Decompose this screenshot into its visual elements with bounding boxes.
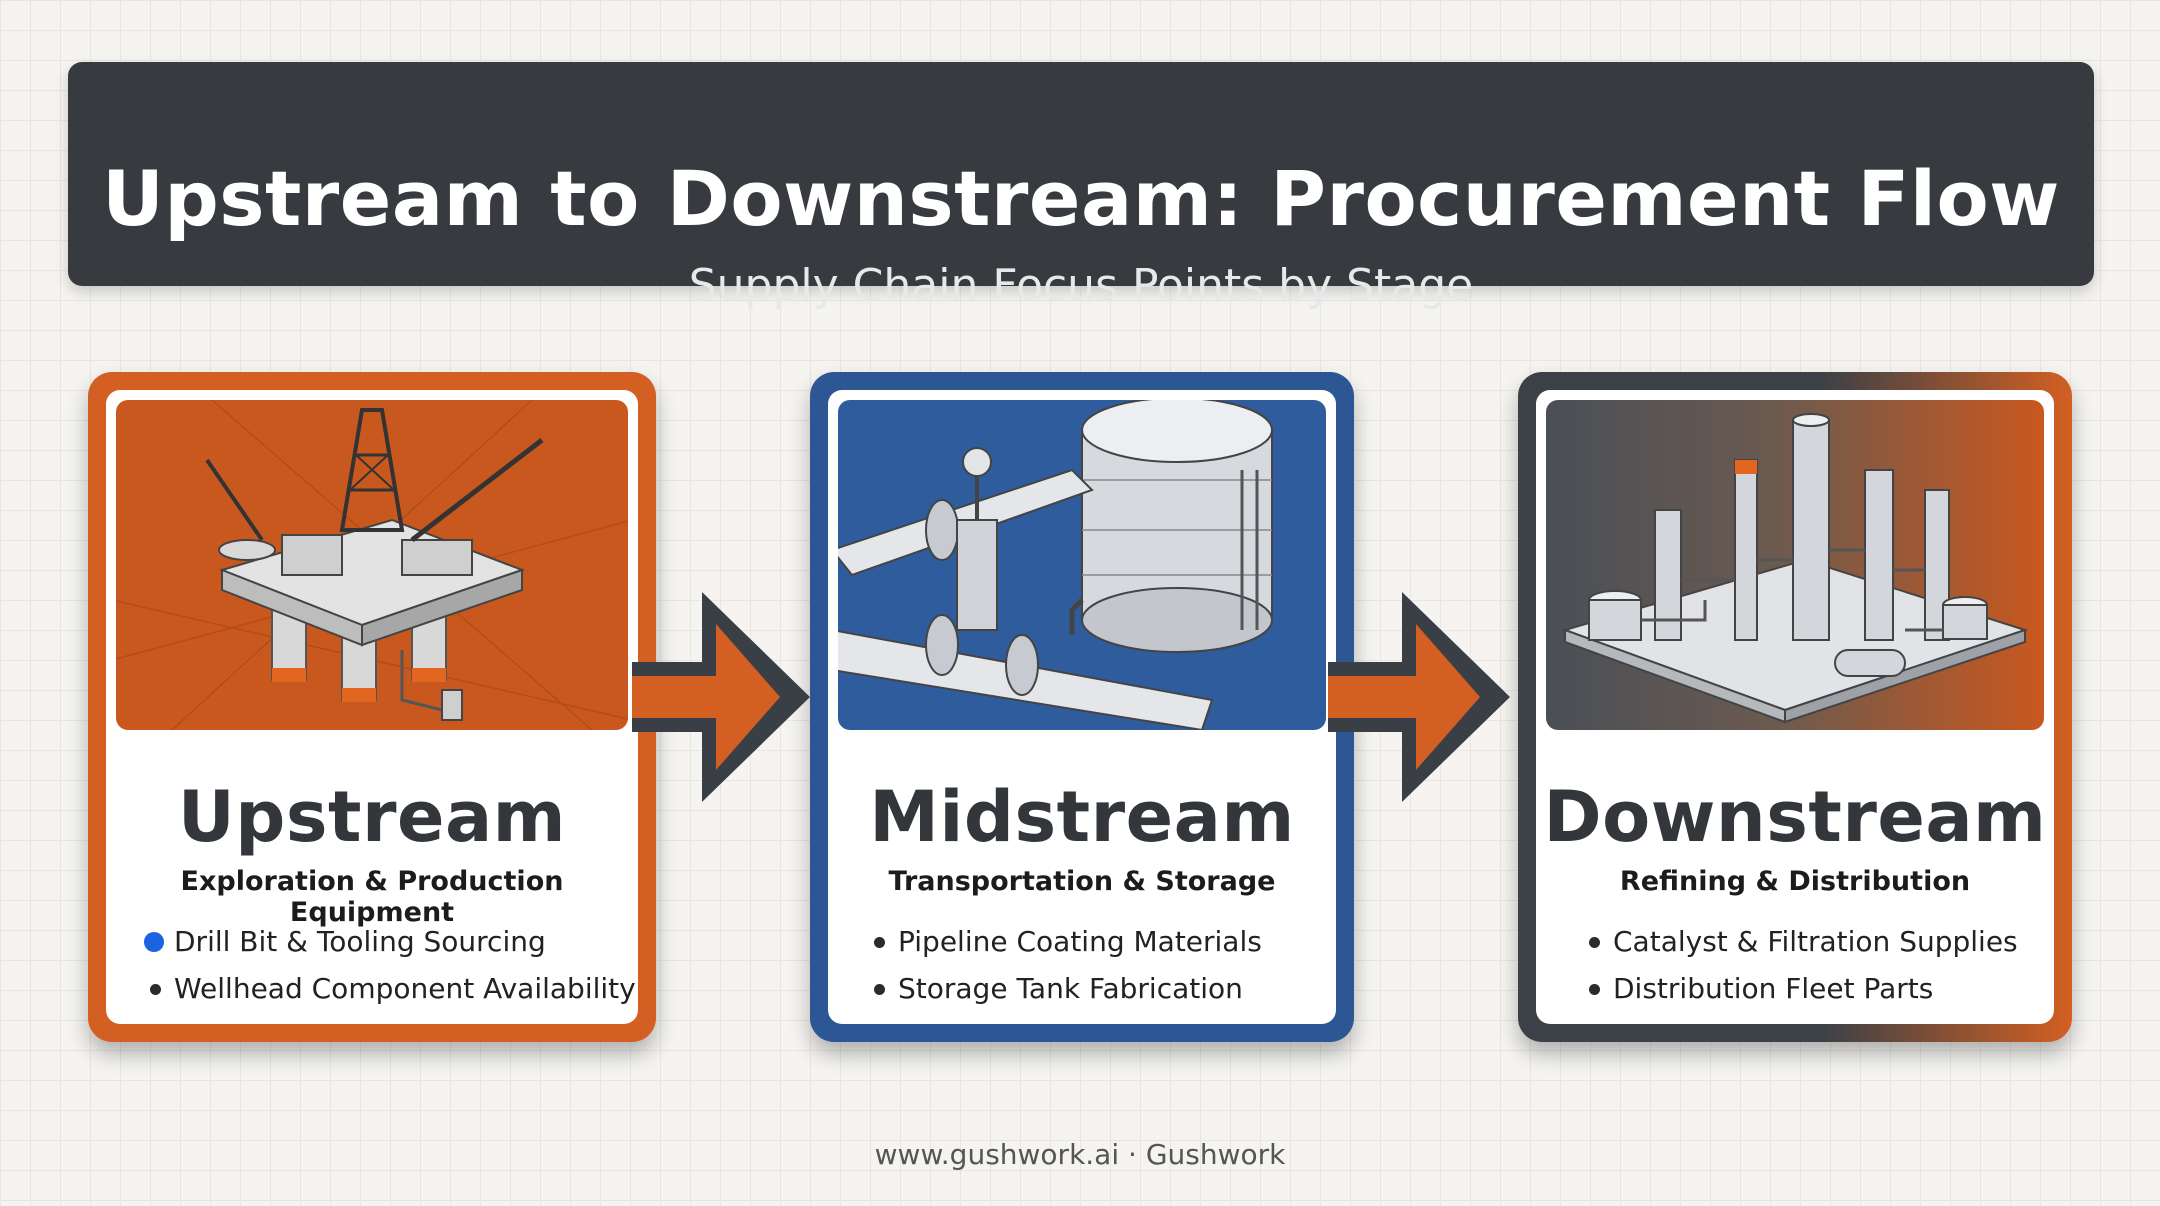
- midstream-subtitle: Transportation & Storage: [888, 866, 1276, 897]
- header-banner: Upstream to Downstream: Procurement Flow…: [68, 62, 2094, 311]
- pipeline-storage-tank-icon: [838, 400, 1326, 730]
- bullet-dot-icon: [144, 932, 164, 952]
- list-item: Storage Tank Fabrication: [874, 965, 1336, 1012]
- downstream-bullet-list: Catalyst & Filtration Supplies Distribut…: [1536, 918, 2054, 1012]
- list-item: Drill Bit & Tooling Sourcing: [144, 918, 638, 965]
- footer-credit: www.gushwork.ai · Gushwork: [874, 1138, 1286, 1171]
- page-title: Upstream to Downstream: Procurement Flow: [102, 154, 2060, 243]
- midstream-title: Midstream: [869, 776, 1295, 858]
- bullet-dot-icon: [874, 937, 885, 948]
- upstream-card: Upstream Exploration & Production Equipm…: [88, 372, 656, 1042]
- midstream-card: Midstream Transportation & Storage Pipel…: [810, 372, 1354, 1042]
- refinery-plant-icon: [1546, 400, 2044, 730]
- list-item: Distribution Fleet Parts: [1589, 965, 2054, 1012]
- bullet-dot-icon: [874, 984, 885, 995]
- bullet-dot-icon: [1589, 984, 1600, 995]
- upstream-bullet-list: Drill Bit & Tooling Sourcing Wellhead Co…: [106, 918, 638, 1012]
- offshore-oil-rig-icon: [116, 400, 628, 730]
- flow-arrow-icon: [1328, 592, 1510, 802]
- upstream-title: Upstream: [177, 776, 567, 858]
- flow-arrow-icon: [632, 592, 810, 802]
- bullet-dot-icon: [150, 984, 161, 995]
- downstream-subtitle: Refining & Distribution: [1619, 866, 1971, 897]
- page-subtitle: Supply Chain Focus Points by Stage: [688, 260, 1474, 311]
- downstream-title: Downstream: [1543, 776, 2047, 858]
- list-item: Catalyst & Filtration Supplies: [1589, 918, 2054, 965]
- midstream-bullet-list: Pipeline Coating Materials Storage Tank …: [828, 918, 1336, 1012]
- bullet-dot-icon: [1589, 937, 1600, 948]
- upstream-subtitle: Exploration & Production Equipment: [180, 866, 564, 928]
- list-item: Pipeline Coating Materials: [874, 918, 1336, 965]
- list-item: Wellhead Component Availability: [150, 965, 638, 1012]
- downstream-card: Downstream Refining & Distribution Catal…: [1518, 372, 2072, 1042]
